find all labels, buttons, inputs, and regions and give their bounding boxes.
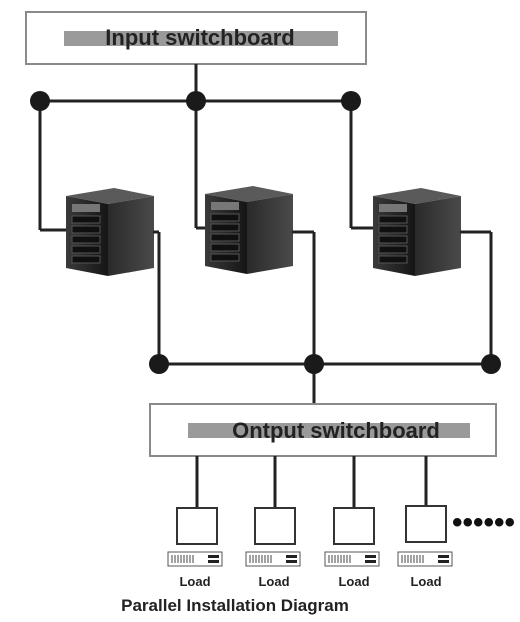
output-node-center	[304, 354, 324, 374]
server-icon	[204, 185, 294, 275]
load-box	[176, 507, 218, 545]
output-switchboard: Ontput switchboard	[149, 403, 497, 457]
continuation-dots: ••••••	[452, 506, 515, 539]
output-switchboard-label: Ontput switchboard	[232, 418, 440, 443]
output-node-left	[149, 354, 169, 374]
server-icon	[65, 187, 155, 277]
load-feeds	[195, 456, 428, 508]
input-bus	[30, 64, 376, 232]
load-meter-icon	[167, 551, 223, 567]
input-node-left	[30, 91, 50, 111]
load-label: Load	[410, 574, 441, 589]
output-node-right	[481, 354, 501, 374]
load-label: Load	[338, 574, 369, 589]
load-label: Load	[258, 574, 289, 589]
load-meter-icon	[245, 551, 301, 567]
load-box	[254, 507, 296, 545]
load-box	[405, 505, 447, 543]
load-4: Load	[397, 505, 453, 589]
load-label: Load	[179, 574, 210, 589]
load-meter-icon	[324, 551, 380, 567]
load-box	[333, 507, 375, 545]
input-switchboard: Input switchboard	[25, 11, 367, 65]
load-1: Load	[167, 507, 223, 589]
load-3: Load	[324, 507, 380, 589]
load-2: Load	[245, 507, 301, 589]
server-icon	[372, 187, 462, 277]
input-node-center	[186, 91, 206, 111]
input-node-right	[341, 91, 361, 111]
load-meter-icon	[397, 551, 453, 567]
input-switchboard-label: Input switchboard	[105, 25, 294, 50]
diagram-caption: Parallel Installation Diagram	[121, 596, 349, 615]
output-bus	[149, 230, 501, 404]
